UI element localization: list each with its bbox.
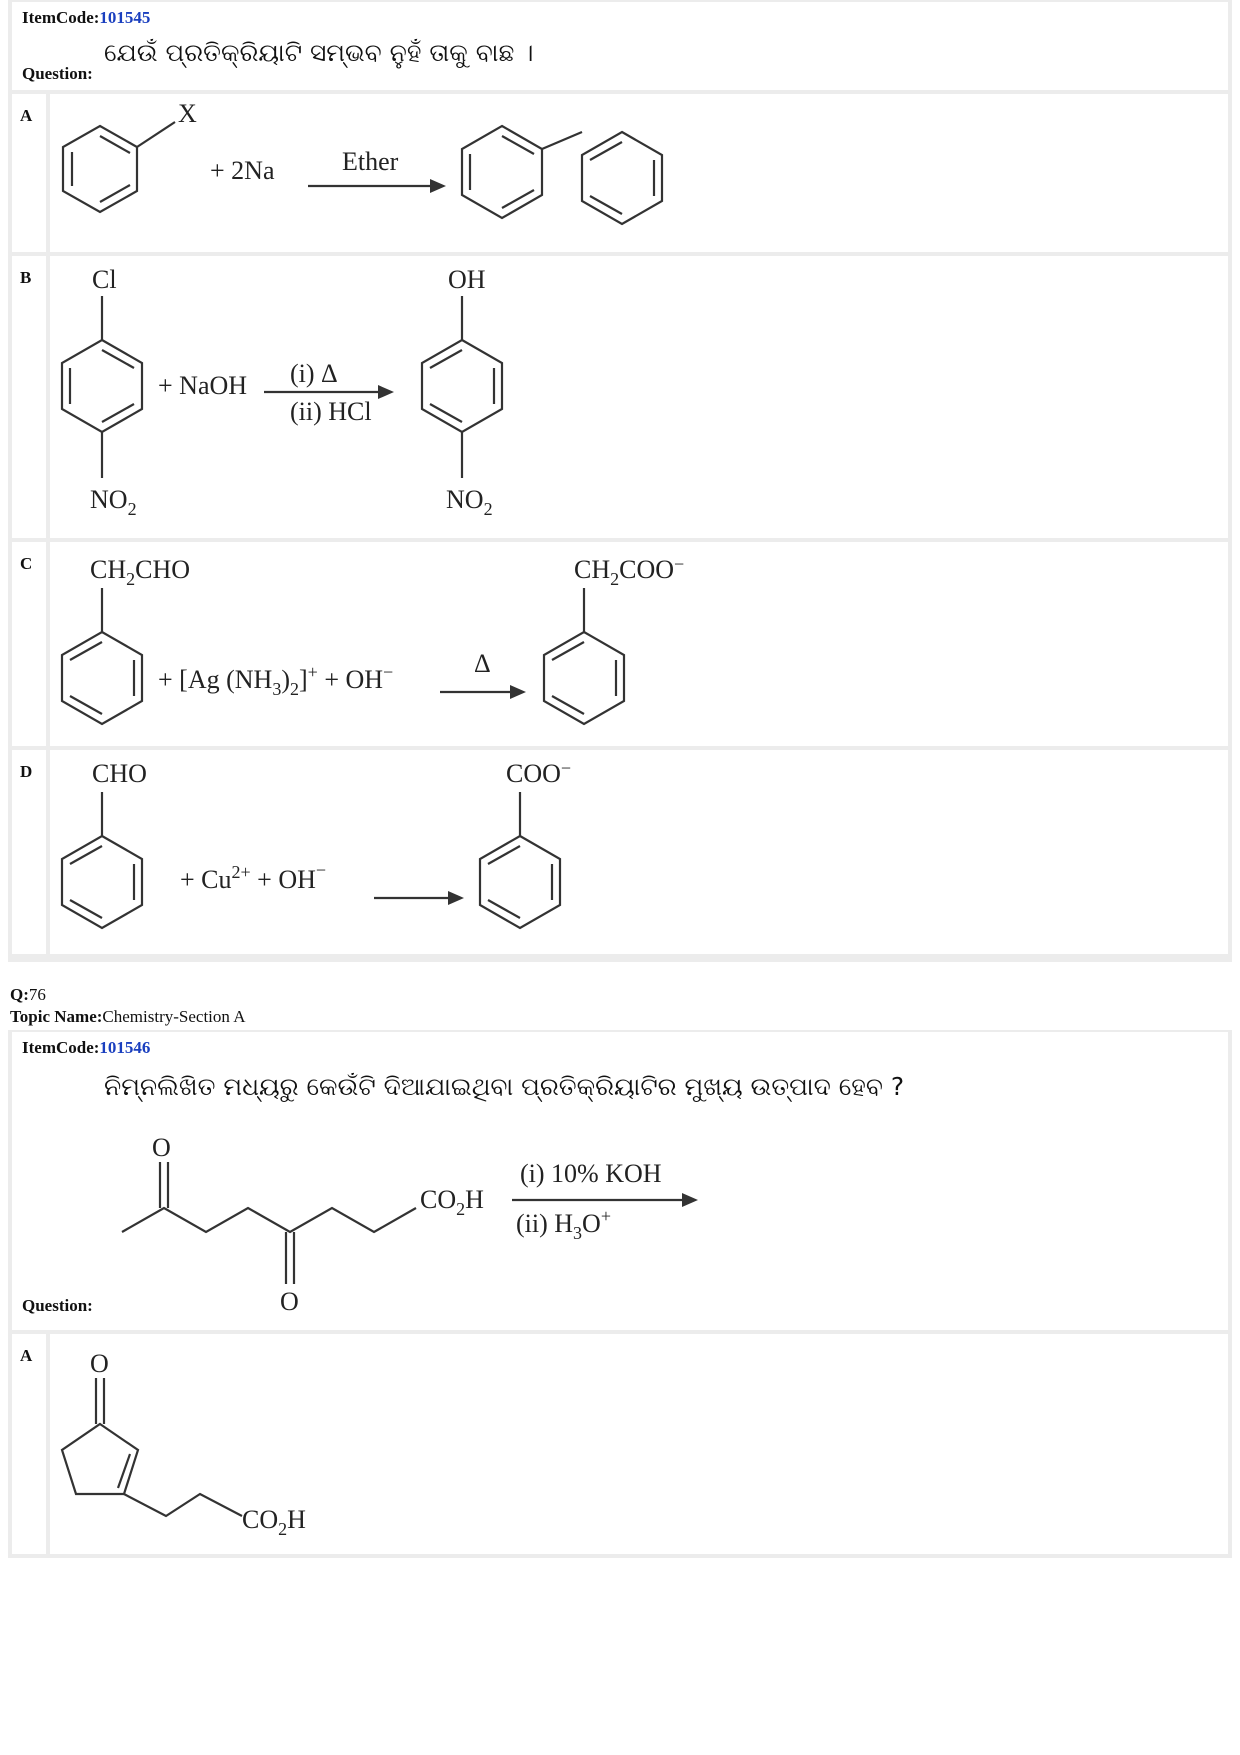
carbonyl-o-top: O	[152, 1133, 171, 1162]
option-a-structure: O CO2H	[60, 1349, 306, 1539]
substituent-x: X	[178, 99, 197, 128]
question-76-block: ItemCode:101546 ନିମ୍ନଲିଖିତ ମଧ୍ୟରୁ କେଉଁଟି…	[8, 1030, 1232, 1558]
condition: Δ	[474, 649, 491, 678]
option-body: CH2CHO + [Ag (NH3)2]+ + OH− Δ CH2COO−	[46, 542, 1228, 746]
condition-1: (i) 10% KOH	[520, 1159, 662, 1188]
option-label: C	[20, 554, 33, 573]
substituent-ch2cho: CH2CHO	[90, 555, 190, 589]
substituent-cho: CHO	[92, 759, 147, 788]
carboxylic-acid: CO2H	[420, 1185, 484, 1219]
reagent: + NaOH	[158, 371, 247, 400]
question-75-block: ItemCode:101545 ଯେଉଁ ପ୍ରତିକ୍ରିୟାଟି ସମ୍ଭବ…	[8, 0, 1232, 962]
option-body: Cl NO2 + NaOH (i) Δ (ii) HCl OH NO2	[46, 256, 1228, 538]
product-coo: COO−	[506, 758, 571, 788]
condition-2: (ii) H3O+	[516, 1206, 611, 1243]
option-a[interactable]: A X + 2Na Ether	[12, 94, 1228, 252]
option-body: X + 2Na Ether	[46, 94, 1228, 252]
question-label: Question:	[22, 64, 93, 83]
option-label: D	[20, 762, 33, 781]
option-body: CHO + Cu2+ + OH− COO−	[46, 750, 1228, 954]
option-body: O CO2H	[46, 1334, 1228, 1554]
reaction-b-diagram: Cl NO2 + NaOH (i) Δ (ii) HCl OH NO2	[60, 265, 504, 519]
option-label: A	[20, 1346, 33, 1365]
condition-2: (ii) HCl	[290, 397, 372, 426]
item-code: ItemCode:101546	[22, 1038, 151, 1057]
reactant-diagram: O O CO2H (i) 10% KOH (ii) H3O+	[121, 1133, 698, 1316]
option-label: A	[20, 106, 33, 125]
topic-name: Topic Name:Chemistry-Section A	[10, 1007, 246, 1026]
question-label: Question:	[22, 1296, 93, 1315]
reaction-a-diagram: X + 2Na Ether	[61, 99, 664, 226]
product-ch2coo: CH2COO−	[574, 554, 684, 589]
option-b[interactable]: B Cl NO2 + NaOH (i) Δ (ii) HCl OH NO2	[12, 256, 1228, 538]
ketone-o: O	[90, 1349, 109, 1378]
reagent: + 2Na	[210, 156, 275, 185]
substituent-no2: NO2	[90, 485, 137, 519]
carboxylic-acid: CO2H	[242, 1505, 306, 1539]
option-c[interactable]: C CH2CHO + [Ag (NH3)2]+ + OH− Δ CH2COO−	[12, 542, 1228, 746]
carbonyl-o-bottom: O	[280, 1287, 299, 1316]
product-no2: NO2	[446, 485, 493, 519]
reagent: + Cu2+ + OH−	[180, 860, 326, 894]
question-text: ନିମ୍ନଲିଖିତ ମଧ୍ୟରୁ କେଉଁଟି ଦିଆଯାଇଥିବା ପ୍ରତ…	[104, 1072, 905, 1101]
condition: Ether	[342, 147, 399, 176]
reaction-c-diagram: CH2CHO + [Ag (NH3)2]+ + OH− Δ CH2COO−	[60, 554, 684, 726]
question-76-header: ItemCode:101546 ନିମ୍ନଲିଖିତ ମଧ୍ୟରୁ କେଉଁଟି…	[12, 1032, 1228, 1330]
condition-1: (i) Δ	[290, 359, 338, 388]
reaction-d-diagram: CHO + Cu2+ + OH− COO−	[60, 758, 571, 930]
option-a[interactable]: A O CO2H	[12, 1334, 1228, 1554]
question-75-header: ItemCode:101545 ଯେଉଁ ପ୍ରତିକ୍ରିୟାଟି ସମ୍ଭବ…	[12, 2, 1228, 90]
question-number: Q:76	[10, 985, 46, 1004]
question-text: ଯେଉଁ ପ୍ରତିକ୍ରିୟାଟି ସମ୍ଭବ ନୁହଁ ତାକୁ ବାଛ ।	[104, 38, 534, 67]
option-d[interactable]: D CHO + Cu2+ + OH− COO−	[12, 750, 1228, 954]
substituent-cl: Cl	[92, 265, 117, 294]
item-code: ItemCode:101545	[22, 8, 151, 27]
option-label: B	[20, 268, 32, 287]
reagent: + [Ag (NH3)2]+ + OH−	[158, 662, 393, 699]
product-oh: OH	[448, 265, 486, 294]
